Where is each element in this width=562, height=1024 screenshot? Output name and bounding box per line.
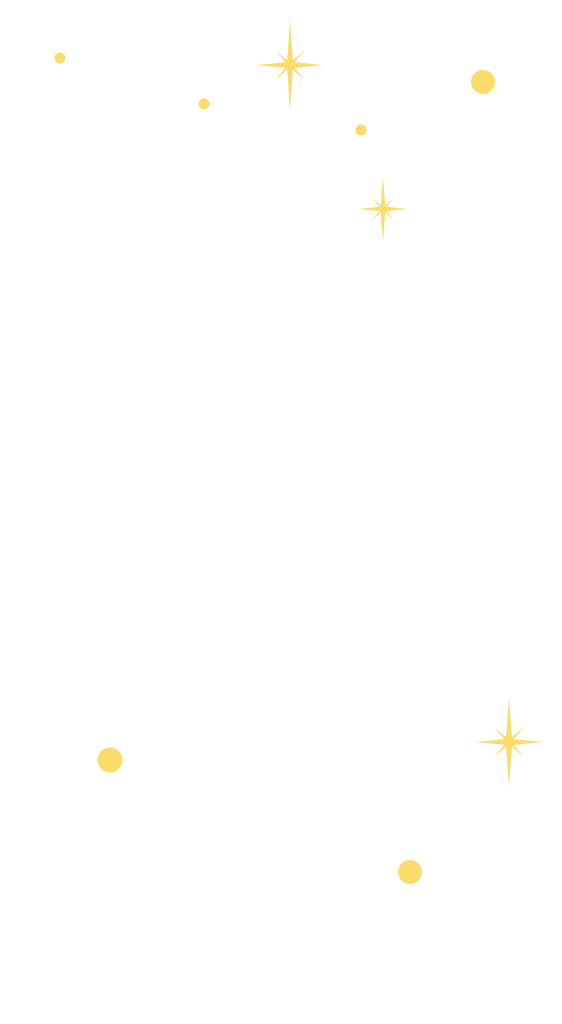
dot-icon (54, 52, 66, 64)
sparkle-icon (358, 176, 408, 242)
sparkle-icon (475, 697, 543, 787)
dot-icon (471, 70, 495, 94)
dot-icon (198, 98, 210, 110)
dot-icon (355, 124, 367, 136)
dot-icon (97, 747, 123, 773)
dot-icon (398, 860, 422, 884)
sparkle-icon (257, 20, 323, 110)
